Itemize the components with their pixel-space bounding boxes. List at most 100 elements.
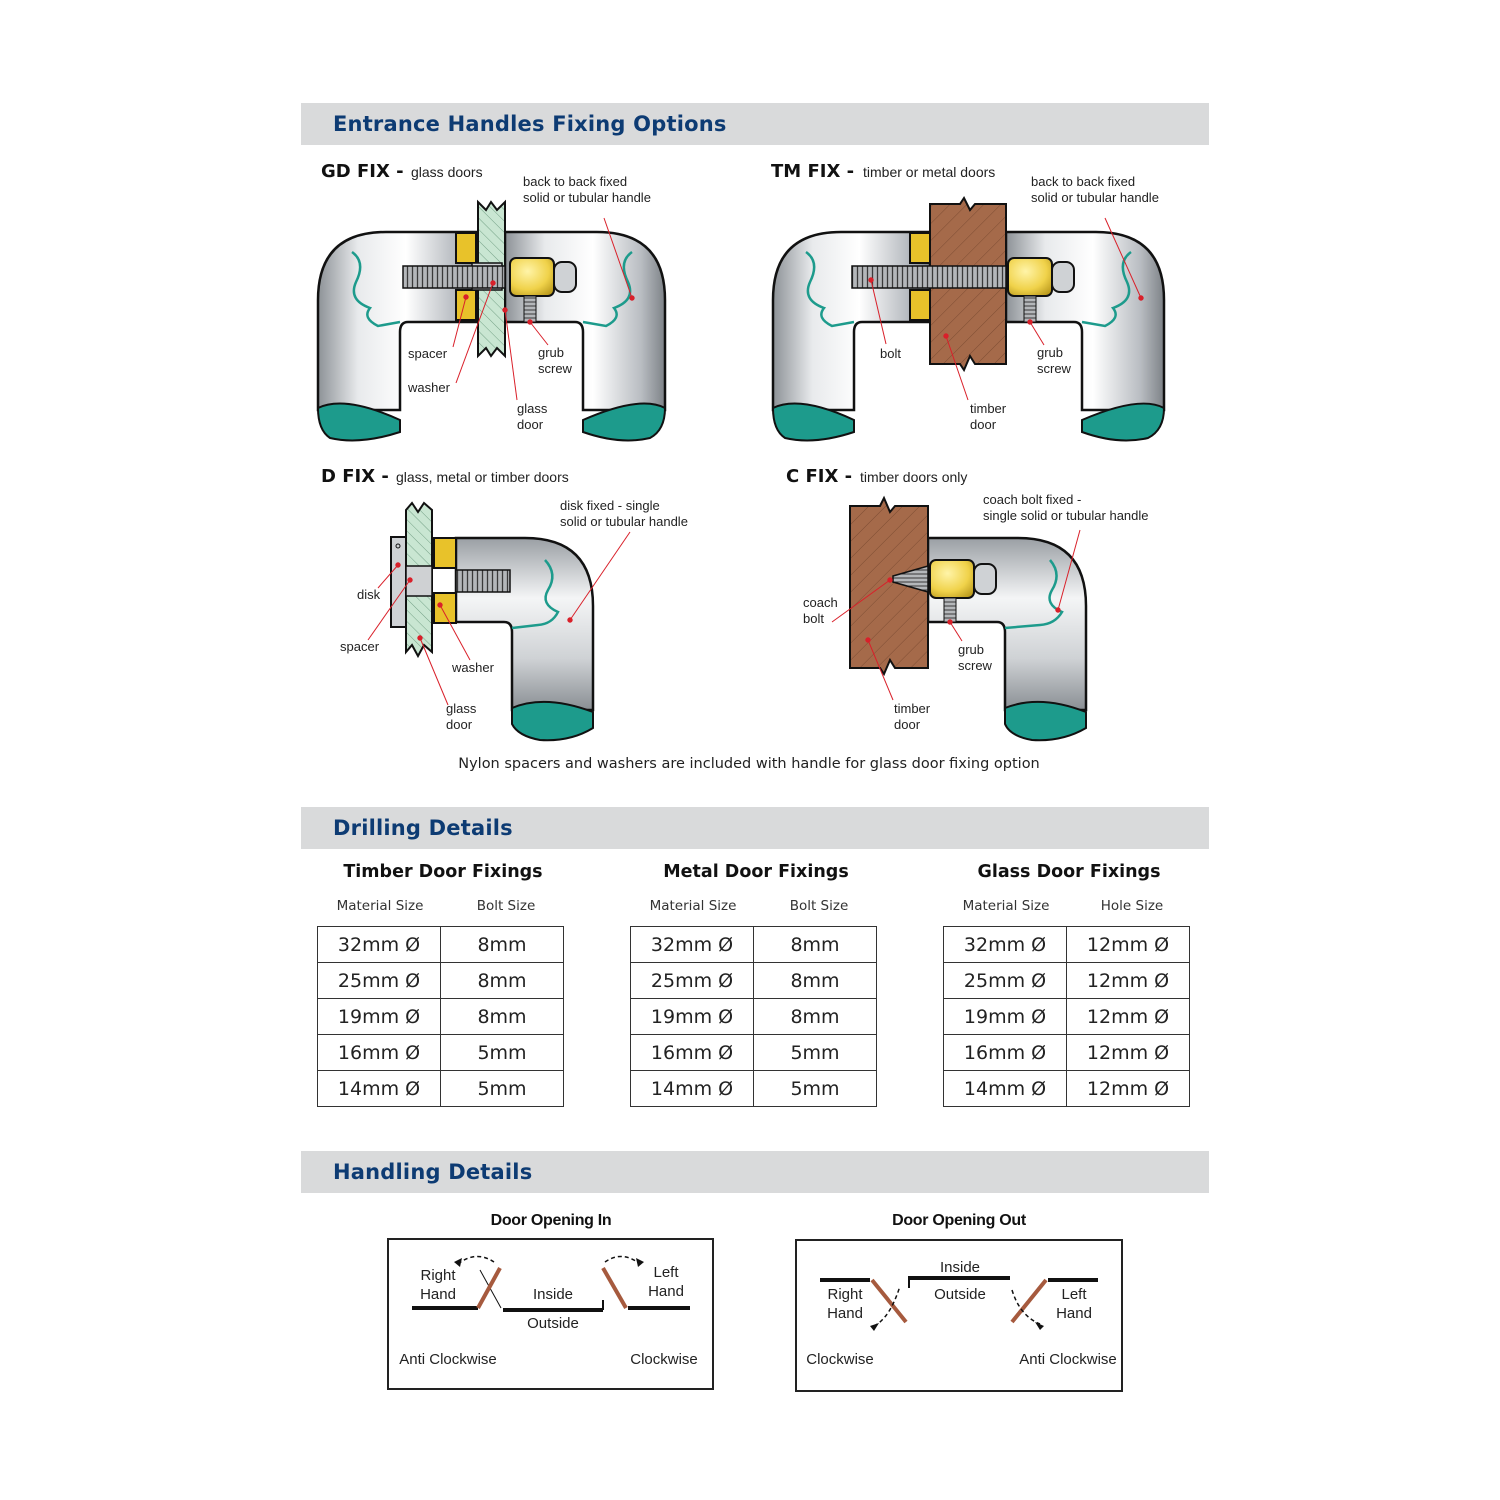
table-cell: 12mm Ø [1066,1071,1190,1107]
table-cell: 25mm Ø [317,963,440,999]
tm-fix-name: TM FIX - [771,161,854,182]
table-cell: 8mm [440,963,564,999]
in-direction-right: Clockwise [630,1351,698,1368]
out-right-label-line2: Hand [827,1305,863,1322]
tm-left-handle [771,230,932,412]
gd-label-glass-line1: glass [517,401,548,416]
d-label-disk: disk [357,587,381,602]
tm-label-grub-line1: grub [1037,345,1063,360]
in-left-label-line2: Hand [648,1283,684,1300]
table-cell: 5mm [753,1035,877,1071]
out-outside-label: Outside [934,1286,986,1303]
nylon-note: Nylon spacers and washers are included w… [458,756,1040,772]
d-fix-diagram: D FIX - glass, metal or timber doors dis… [321,466,688,742]
in-right-label-line1: Right [420,1267,456,1284]
d-fix-desc-line2: solid or tubular handle [560,514,688,529]
handling-door-out: Right Hand Left Hand Inside Outside Cloc… [795,1239,1123,1392]
in-direction-left: Anti Clockwise [399,1351,497,1368]
door-opening-out-title: Door Opening Out [892,1212,1026,1229]
in-outside-label: Outside [527,1315,579,1332]
in-right-label-line2: Hand [420,1286,456,1303]
c-label-grub-line1: grub [958,642,984,657]
d-label-glass-line1: glass [446,701,477,716]
c-fix-subtitle: timber doors only [860,469,967,485]
d-label-spacer: spacer [340,639,380,654]
table-cell: 5mm [440,1035,564,1071]
table-cell: 14mm Ø [630,1071,753,1107]
d-fix-subtitle: glass, metal or timber doors [396,469,569,485]
c-label-timber-line1: timber [894,701,931,716]
d-fix-name: D FIX - [321,466,389,487]
gd-label-washer: washer [407,380,451,395]
table-cell: 8mm [440,999,564,1035]
table-cell: 16mm Ø [317,1035,440,1071]
c-fix-desc-line1: coach bolt fixed - [983,492,1081,507]
gd-left-handle [316,230,480,412]
gd-fix-desc-line2: solid or tubular handle [523,190,651,205]
tm-label-bolt: bolt [880,346,901,361]
table-title: Glass Door Fixings [977,862,1161,882]
section-header-drilling: Drilling Details [301,807,1209,849]
tm-label-grub-line2: screw [1037,361,1072,376]
tm-fix-subtitle: timber or metal doors [863,164,995,180]
section-title-handling: Handling Details [333,1160,533,1184]
table-cell: 5mm [753,1071,877,1107]
table-title: Timber Door Fixings [343,862,543,882]
table-cell: 16mm Ø [943,1035,1066,1071]
tm-fix-desc-line2: solid or tubular handle [1031,190,1159,205]
table-cell: 19mm Ø [317,999,440,1035]
gd-label-grub-line1: grub [538,345,564,360]
table-cell: 8mm [440,926,564,963]
section-header-fixing: Entrance Handles Fixing Options [301,103,1209,145]
tm-fix-desc-line1: back to back fixed [1031,174,1135,189]
out-direction-left: Clockwise [806,1351,874,1368]
table-glass: Glass Door Fixings Material Size Hole Si… [943,862,1195,1107]
gd-label-glass-line2: door [517,417,544,432]
column-header: Material Size [649,898,737,914]
table-cell: 16mm Ø [630,1035,753,1071]
in-left-label-line1: Left [653,1264,679,1281]
section-header-handling: Handling Details [301,1151,1209,1193]
table-title: Metal Door Fixings [663,862,849,882]
column-header: Bolt Size [476,898,536,914]
table-cell: 5mm [440,1071,564,1107]
table-cell: 12mm Ø [1066,1035,1190,1071]
table-timber: Timber Door Fixings Material Size Bolt S… [317,862,569,1107]
tm-fix-diagram: TM FIX - timber or metal doors back to b… [771,161,1166,442]
c-fix-name: C FIX - [786,466,852,487]
table-cell: 8mm [753,926,877,963]
gd-label-spacer: spacer [408,346,448,361]
table-cell: 12mm Ø [1066,999,1190,1035]
d-fix-desc-line1: disk fixed - single [560,498,660,513]
column-header: Hole Size [1100,898,1164,914]
gd-label-grub-line2: screw [538,361,573,376]
c-label-grub-line2: screw [958,658,993,673]
table-cell: 14mm Ø [317,1071,440,1107]
gd-fix-desc-line1: back to back fixed [523,174,627,189]
column-header: Material Size [962,898,1050,914]
c-fix-desc-line2: single solid or tubular handle [983,508,1149,523]
handling-door-in: Right Hand Left Hand Inside Outside Anti… [387,1238,714,1390]
out-left-label-line1: Left [1061,1286,1087,1303]
table-cell: 19mm Ø [943,999,1066,1035]
out-inside-label: Inside [940,1259,980,1276]
table-cell: 19mm Ø [630,999,753,1035]
out-left-label-line2: Hand [1056,1305,1092,1322]
tm-label-timber-line2: door [970,417,997,432]
